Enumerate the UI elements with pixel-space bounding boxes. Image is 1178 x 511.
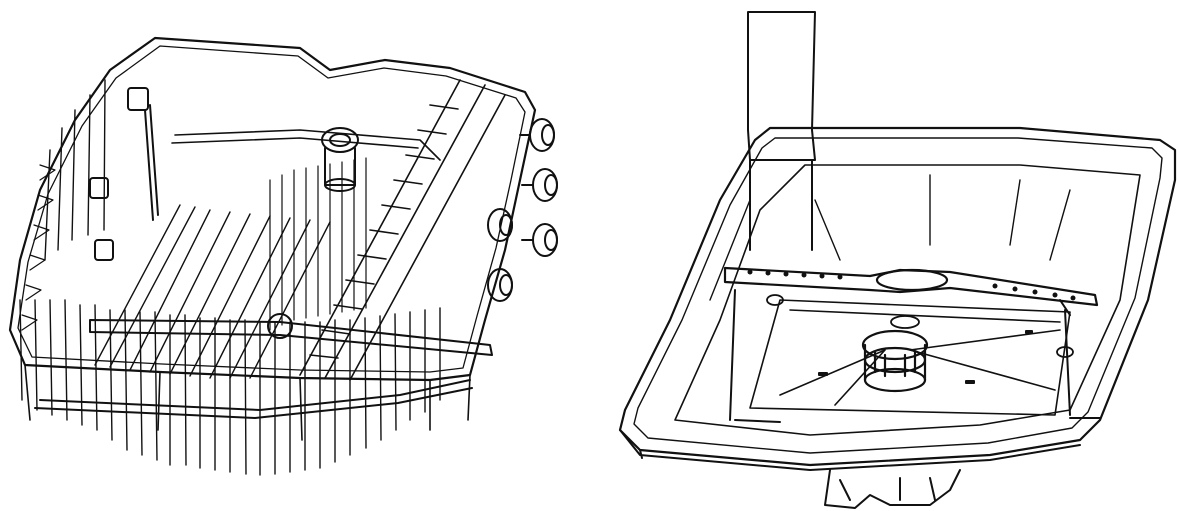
dish-rack-figure [0, 0, 580, 511]
tub-inner-floor [674, 164, 1141, 436]
floor-rails [729, 289, 1101, 423]
rack-bottom-frame [34, 379, 473, 419]
rack-left-clips [89, 87, 159, 261]
spray-arm-icon [618, 11, 1177, 509]
rack-water-inlet [321, 127, 359, 192]
rack-spray-hub [267, 313, 293, 339]
drain-filter [861, 329, 929, 393]
rack-side-tines [19, 79, 441, 476]
circulation-pump [824, 469, 961, 509]
wire-basket-icon [8, 36, 558, 476]
filter-plate [749, 299, 1071, 416]
spray-arm-nozzles [747, 269, 1076, 301]
rack-zigzag-wires [21, 164, 56, 331]
water-duct [747, 11, 816, 251]
tub-outer-rim [618, 126, 1177, 467]
rack-inner-rail [171, 129, 441, 161]
rack-fold-tines [94, 204, 331, 379]
rack-wheels [487, 118, 558, 302]
rack-spray-arm [89, 319, 493, 356]
tub-floor-figure [600, 0, 1178, 511]
lower-spray-arm [723, 266, 1099, 307]
